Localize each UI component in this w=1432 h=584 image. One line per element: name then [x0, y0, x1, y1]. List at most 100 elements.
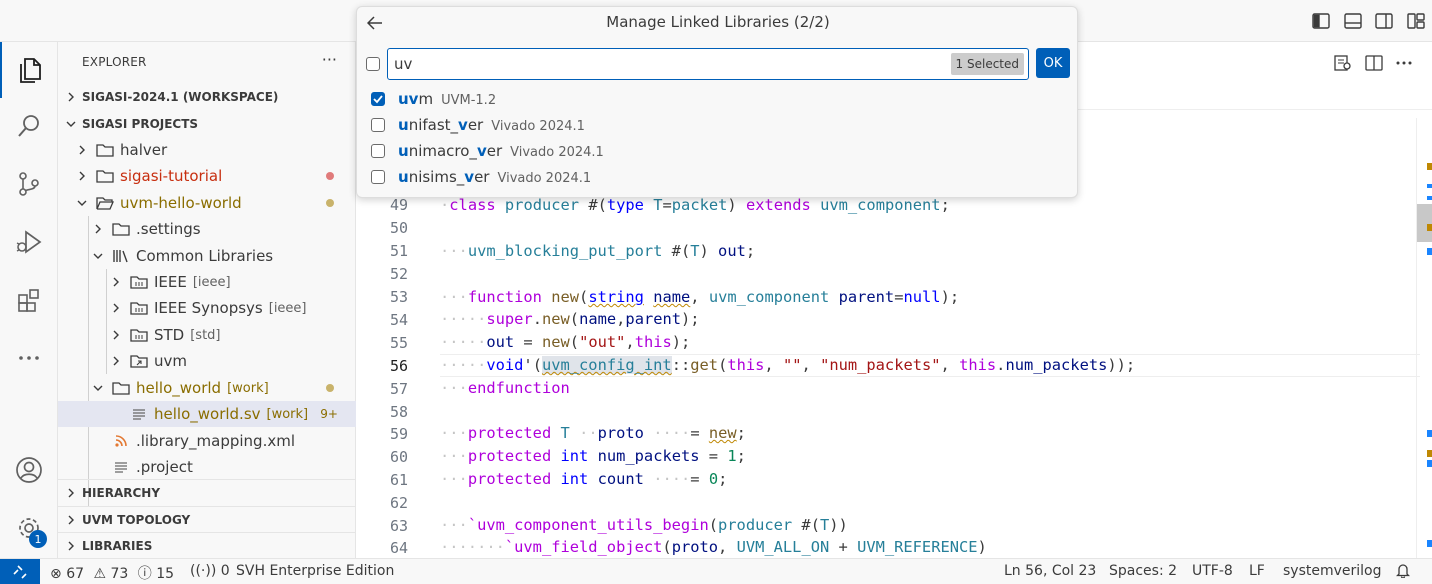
code-line: ···function new(string name, uvm_compone… — [440, 288, 960, 306]
tree-item-ieee-synopsys[interactable]: IEEE Synopsys [ieee] — [58, 295, 356, 321]
tree-item-hello-world-sv[interactable]: hello_world.sv [work] 9+ — [58, 401, 356, 427]
error-decoration-dot — [326, 172, 334, 180]
chevron-right-icon — [60, 488, 82, 498]
section-sigasi-projects[interactable]: SIGASI PROJECTS — [58, 111, 356, 137]
notifications-bell-icon[interactable] — [1395, 563, 1411, 582]
folder-open-icon — [96, 195, 114, 211]
encoding[interactable]: UTF-8 — [1192, 563, 1233, 579]
search-icon[interactable] — [0, 98, 58, 154]
sidebar-title: EXPLORER — [82, 55, 147, 69]
toggle-primary-sidebar-icon[interactable] — [1311, 11, 1331, 31]
file-lines-icon — [130, 406, 148, 422]
library-checkbox[interactable] — [371, 144, 385, 158]
back-arrow-icon[interactable] — [365, 13, 385, 33]
section-workspace[interactable]: SIGASI-2024.1 (WORKSPACE) — [58, 84, 356, 110]
section-libraries[interactable]: LIBRARIES — [58, 532, 356, 558]
tree-item-uvm[interactable]: uvm — [58, 348, 356, 374]
problem-count: 9+ — [320, 407, 338, 421]
line-number: 57 — [389, 380, 408, 398]
indentation[interactable]: Spaces: 2 — [1109, 563, 1178, 579]
toggle-panel-icon[interactable] — [1343, 11, 1363, 31]
line-number: 61 — [389, 471, 408, 489]
overview-marker — [1427, 184, 1432, 188]
edition-label[interactable]: SVH Enterprise Edition — [236, 563, 395, 579]
overview-marker — [1427, 196, 1432, 200]
code-line-current: ·····void'(uvm_config_int::get(this, "",… — [440, 356, 1136, 374]
extensions-icon[interactable] — [0, 272, 58, 328]
library-icon — [112, 248, 130, 264]
filter-input-box[interactable]: 1 Selected — [387, 48, 1029, 80]
tree-item-std[interactable]: STD [std] — [58, 322, 356, 348]
line-number: 59 — [389, 425, 408, 443]
filter-input[interactable] — [394, 53, 934, 75]
line-number: 63 — [389, 517, 408, 535]
file-lines-icon — [112, 459, 130, 475]
tree-item-common-libraries[interactable]: Common Libraries — [58, 243, 356, 269]
split-editor-icon[interactable] — [1363, 52, 1385, 74]
end-of-line[interactable]: LF — [1249, 563, 1265, 579]
current-line-highlight — [440, 354, 1420, 377]
line-number: 62 — [389, 494, 408, 512]
ok-button[interactable]: OK — [1036, 48, 1070, 78]
tree-item-hello-world[interactable]: hello_world [work] — [58, 375, 356, 401]
overview-marker — [1427, 248, 1432, 255]
section-uvm-topology[interactable]: UVM TOPOLOGY — [58, 506, 356, 532]
remote-indicator[interactable] — [0, 559, 40, 584]
section-hierarchy[interactable]: HIERARCHY — [58, 479, 356, 505]
more-views-icon[interactable] — [0, 330, 58, 386]
overview-marker — [1427, 460, 1432, 467]
library-folder-icon — [130, 300, 148, 316]
tree-item-uvm-hello-world[interactable]: uvm-hello-world — [58, 190, 356, 216]
toggle-secondary-sidebar-icon[interactable] — [1374, 11, 1394, 31]
info-icon: ⓘ — [137, 566, 152, 582]
customize-layout-icon[interactable] — [1406, 11, 1426, 31]
error-icon: ⊗ — [50, 566, 62, 582]
folder-icon — [112, 221, 130, 237]
problems-indicator[interactable]: ⊗ 67 ⚠ 73 ⓘ 15 — [50, 566, 175, 582]
tree-item-library-mapping[interactable]: .library_mapping.xml — [58, 428, 356, 454]
tree-item-ieee[interactable]: IEEE [ieee] — [58, 269, 356, 295]
run-debug-icon[interactable] — [0, 214, 58, 270]
explorer-sidebar: EXPLORER ··· SIGASI-2024.1 (WORKSPACE) S… — [58, 42, 356, 558]
cursor-position[interactable]: Ln 56, Col 23 — [1004, 563, 1097, 579]
chevron-right-icon — [74, 168, 90, 184]
explorer-icon[interactable] — [0, 42, 58, 98]
more-actions-icon[interactable] — [1393, 52, 1415, 74]
chevron-right-icon — [60, 92, 82, 102]
line-number: 52 — [389, 265, 408, 283]
folder-open-icon — [112, 380, 130, 396]
tree-item-sigasi-tutorial[interactable]: sigasi-tutorial — [58, 163, 356, 189]
vertical-scrollbar[interactable] — [1416, 118, 1432, 558]
line-number: 58 — [389, 403, 408, 421]
open-preview-icon[interactable] — [1332, 52, 1354, 74]
overview-marker — [1427, 224, 1432, 231]
indent-guide — [88, 216, 89, 506]
account-icon[interactable] — [0, 442, 58, 498]
tree-item-settings[interactable]: .settings — [58, 216, 356, 242]
tree-item-project[interactable]: .project — [58, 454, 356, 480]
language-mode[interactable]: systemverilog — [1283, 563, 1382, 579]
ports-indicator[interactable]: ((·)) 0 — [190, 563, 230, 579]
library-checkbox[interactable] — [371, 118, 385, 132]
activity-bar: 1 — [0, 42, 58, 558]
broadcast-icon: ((·)) — [190, 563, 217, 579]
code-line: ···protected int num_packets = 1; — [440, 447, 746, 465]
more-actions-icon[interactable]: ··· — [321, 50, 337, 69]
scrollbar-thumb[interactable] — [1417, 204, 1432, 242]
chevron-down-icon — [74, 195, 90, 211]
line-number: 51 — [389, 242, 408, 260]
settings-gear-icon[interactable]: 1 — [0, 500, 58, 556]
library-folder-icon — [130, 274, 148, 290]
library-checkbox[interactable] — [371, 170, 385, 184]
tree-item-halver[interactable]: halver — [58, 137, 356, 163]
line-number: 55 — [389, 334, 408, 352]
line-number: 50 — [389, 219, 408, 237]
library-checkbox-checked[interactable] — [371, 92, 385, 106]
source-control-icon[interactable] — [0, 156, 58, 212]
select-all-checkbox[interactable] — [366, 57, 380, 71]
manage-linked-libraries-dialog: Manage Linked Libraries (2/2) 1 Selected… — [356, 6, 1078, 198]
